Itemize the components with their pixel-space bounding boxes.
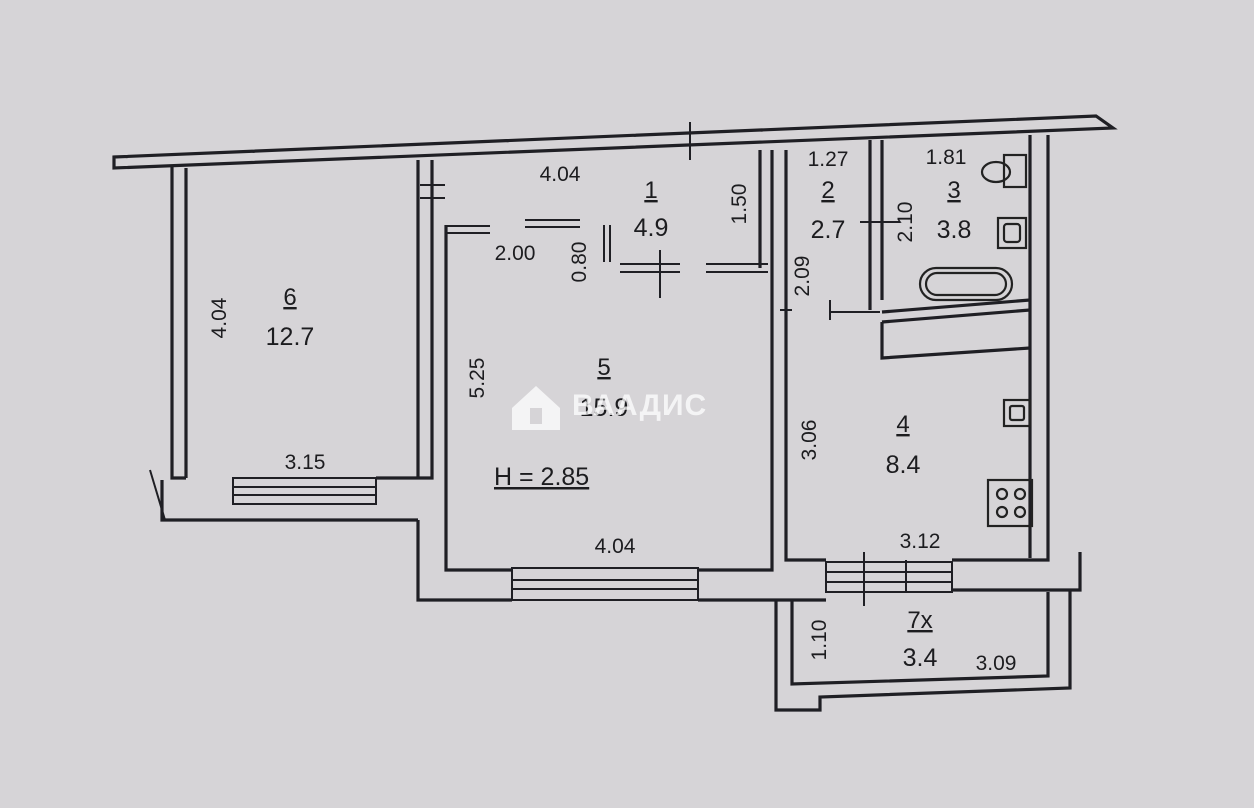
dim-r2-side: 2.09 [791,256,814,297]
kitchen-sink-icon [1002,398,1032,428]
dim-r5-bottom: 4.04 [595,535,636,558]
room-6-number: 6 [283,284,296,311]
dim-r4-side: 3.06 [798,420,821,461]
room-1-number: 1 [644,177,657,204]
dim-r1-door-left: 2.00 [495,242,536,265]
watermark-text: ВААДИС [572,389,707,422]
room-4-window [825,552,953,606]
dim-r3-top: 1.81 [926,146,967,169]
dim-r7-bottom: 3.09 [976,652,1017,675]
room-4-number: 4 [896,411,909,438]
room-4-walls [770,135,1082,602]
watermark: ВААДИС [512,386,707,430]
top-wall [112,114,1118,170]
house-logo-icon [512,386,560,430]
room-6-area: 12.7 [266,323,315,351]
dim-r5-height: 5.25 [466,358,489,399]
room-1-area: 4.9 [634,214,669,242]
dim-r7-side: 1.10 [808,620,831,661]
room-6-walls [149,160,445,522]
ceiling-height-label: H = 2.85 [494,463,589,491]
sink-icon [996,216,1028,250]
room-2-number: 2 [821,177,834,204]
room-7-area: 3.4 [903,644,938,672]
room-4-area: 8.4 [886,451,921,479]
room-5-area: 15.9 [580,394,629,422]
dim-r6-width: 3.15 [285,451,326,474]
room-7-number: 7х [907,607,932,634]
dim-r3-side: 2.10 [894,202,917,243]
toilet-icon [980,153,1028,189]
room-2-area: 2.7 [811,216,846,244]
dim-r1-door-gap: 0.80 [568,242,591,283]
room-6-window [232,477,377,505]
room-5-number: 5 [597,354,610,381]
dim-r2-top: 1.27 [808,148,849,171]
bathtub-icon [918,266,1014,302]
room-3-number: 3 [947,177,960,204]
room-7-walls [774,590,1072,712]
room-5-walls [416,150,774,602]
dim-r1-top: 4.04 [540,163,581,186]
room-5-window [511,567,699,601]
dim-r1-right: 1.50 [728,184,751,225]
dim-r4-bottom: 3.12 [900,530,941,553]
room-3-area: 3.8 [937,216,972,244]
dim-r6-height: 4.04 [208,297,231,338]
stove-icon [986,478,1034,528]
